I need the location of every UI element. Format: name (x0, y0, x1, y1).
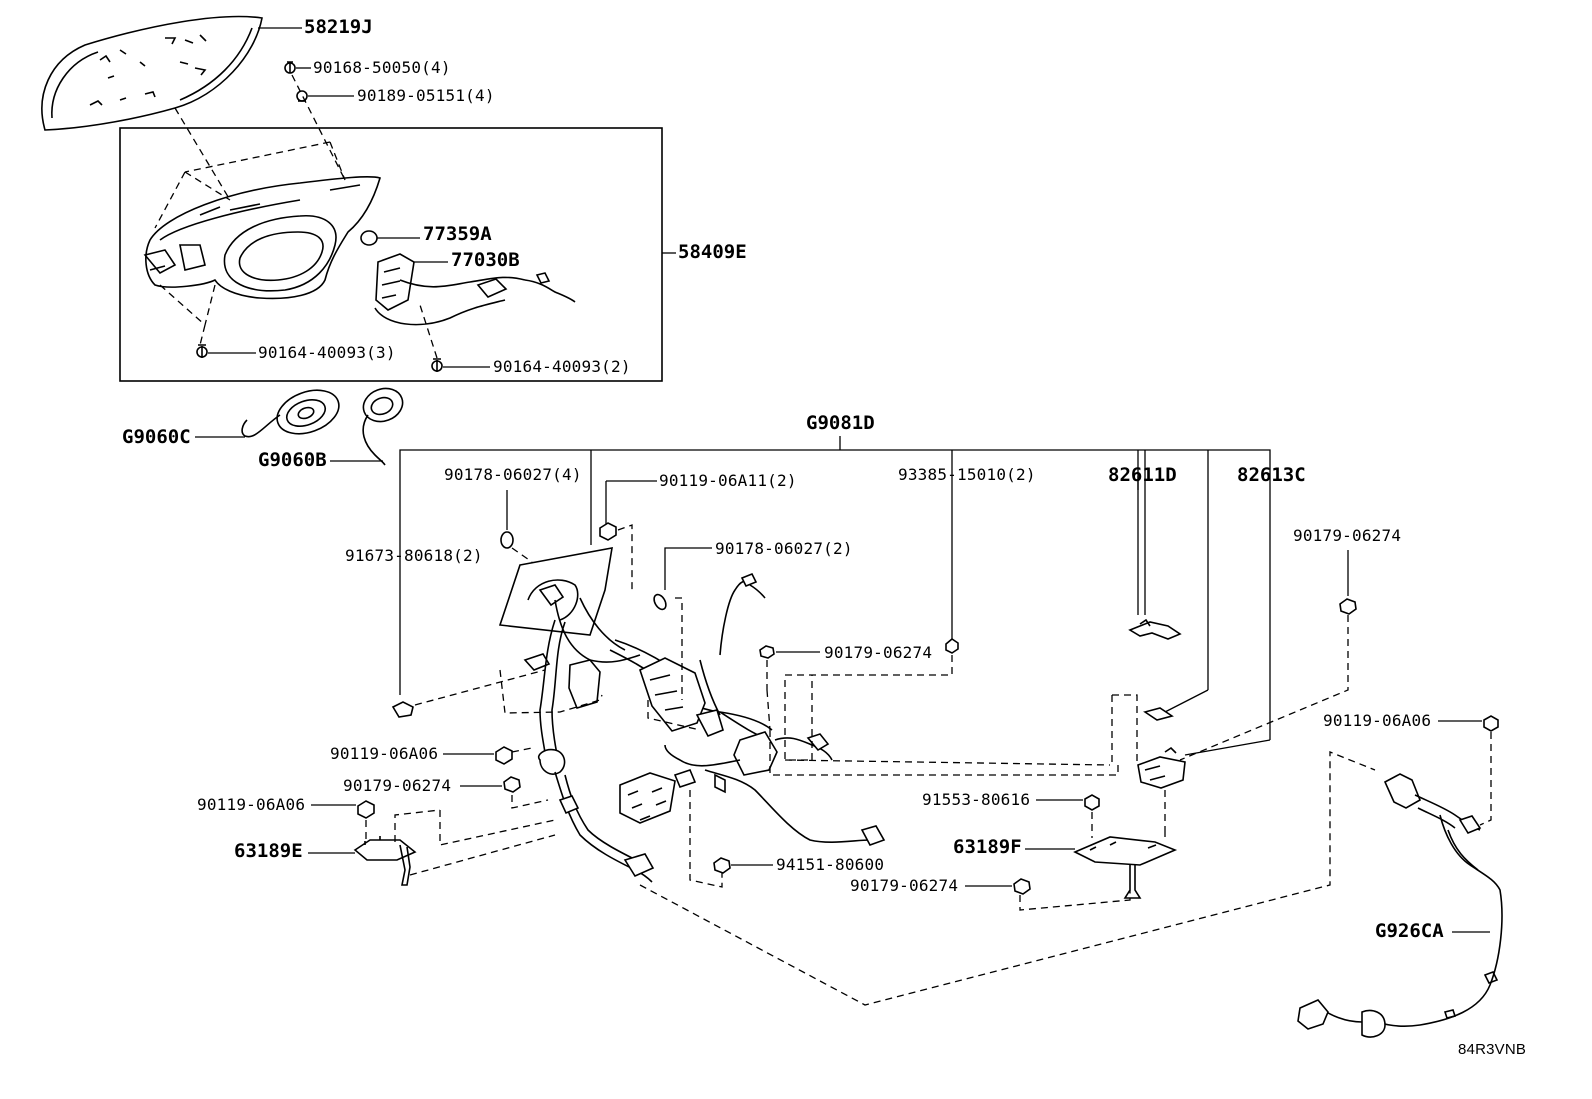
label-90119-06A06-b: 90119-06A06 (197, 795, 306, 814)
clip-90178-06027-4[interactable] (500, 531, 514, 549)
label-93385-15010-2: 93385-15010(2) (898, 465, 1036, 484)
label-90119-06A11-2: 90119-06A11(2) (659, 471, 797, 490)
lamp-G9060C[interactable] (241, 382, 345, 441)
nut-90179-06274-left[interactable] (503, 776, 521, 793)
label-63189F: 63189F (953, 836, 1022, 858)
screw-90164-40093-2[interactable] (431, 358, 443, 372)
label-90178-06027-2: 90178-06027(2) (715, 539, 853, 558)
clip-91673-80618[interactable] (391, 701, 414, 718)
actuator-77030B[interactable] (374, 253, 576, 326)
cap-77359A[interactable] (360, 230, 378, 246)
label-77359A: 77359A (423, 223, 492, 245)
label-G926CA: G926CA (1375, 920, 1444, 942)
screw-90189-05151[interactable] (296, 90, 308, 102)
nut-90179-06274-right[interactable] (1339, 598, 1357, 615)
bracket-63189F[interactable] (1073, 836, 1178, 899)
nut-90179-06274-bottom[interactable] (1013, 878, 1031, 895)
bolt-90119-06A06-b[interactable] (357, 800, 375, 819)
clip-94151-80600[interactable] (713, 857, 731, 874)
label-63189E: 63189E (234, 840, 303, 862)
screw-90164-40093-3[interactable] (196, 344, 208, 358)
label-91553-80616: 91553-80616 (922, 790, 1031, 809)
nut-90179-06274-center[interactable] (759, 645, 775, 659)
bolt-90119-06A11[interactable] (599, 522, 617, 541)
label-G9081D: G9081D (806, 412, 875, 434)
label-90168-50050: 90168-50050(4) (313, 58, 451, 77)
clip-90178-06027-2[interactable] (652, 593, 669, 612)
label-90164-40093-3: 90164-40093(3) (258, 343, 396, 362)
label-58409E: 58409E (678, 241, 747, 263)
clip-82611D[interactable] (1128, 618, 1182, 640)
sensor-G926CA[interactable] (1297, 773, 1503, 1038)
label-94151-80600: 94151-80600 (776, 855, 885, 874)
bolt-90119-06A06-a[interactable] (495, 746, 513, 765)
mirror-glass-58219J[interactable] (41, 15, 263, 131)
wire-harness-G9081D[interactable] (523, 572, 886, 883)
label-90179-06274-c: 90179-06274 (343, 776, 452, 795)
clip-82613C[interactable] (1143, 707, 1174, 721)
label-58219J: 58219J (304, 16, 373, 38)
assembly-box-58409E (119, 127, 663, 382)
label-91673-80618-2: 91673-80618(2) (345, 546, 483, 565)
harness-mount-plate[interactable] (498, 547, 641, 663)
label-90189-05151: 90189-05151(4) (357, 86, 495, 105)
label-G9060B: G9060B (258, 449, 327, 471)
mirror-housing[interactable] (143, 176, 381, 300)
label-90119-06A06-c: 90119-06A06 (1323, 711, 1432, 730)
bracket-63189E[interactable] (353, 836, 417, 886)
label-82613C: 82613C (1237, 464, 1306, 486)
screw-90168-50050[interactable] (284, 61, 296, 74)
label-90179-06274-a: 90179-06274 (1293, 526, 1402, 545)
label-82611D: 82611D (1108, 464, 1177, 486)
bolt-93385-15010[interactable] (945, 638, 959, 654)
label-90119-06A06-a: 90119-06A06 (330, 744, 439, 763)
label-90164-40093-2: 90164-40093(2) (493, 357, 631, 376)
label-90179-06274-b: 90179-06274 (824, 643, 933, 662)
reference-code: 84R3VNB (1458, 1041, 1527, 1058)
bolt-91553-80616[interactable] (1084, 794, 1100, 811)
lamp-G9060B[interactable] (359, 383, 408, 466)
bolt-90119-06A06-c[interactable] (1483, 715, 1499, 732)
label-77030B: 77030B (451, 249, 520, 271)
connector-1155[interactable] (1137, 746, 1186, 789)
label-G9060C: G9060C (122, 426, 191, 448)
label-90178-06027-4: 90178-06027(4) (444, 465, 582, 484)
label-90179-06274-d: 90179-06274 (850, 876, 959, 895)
